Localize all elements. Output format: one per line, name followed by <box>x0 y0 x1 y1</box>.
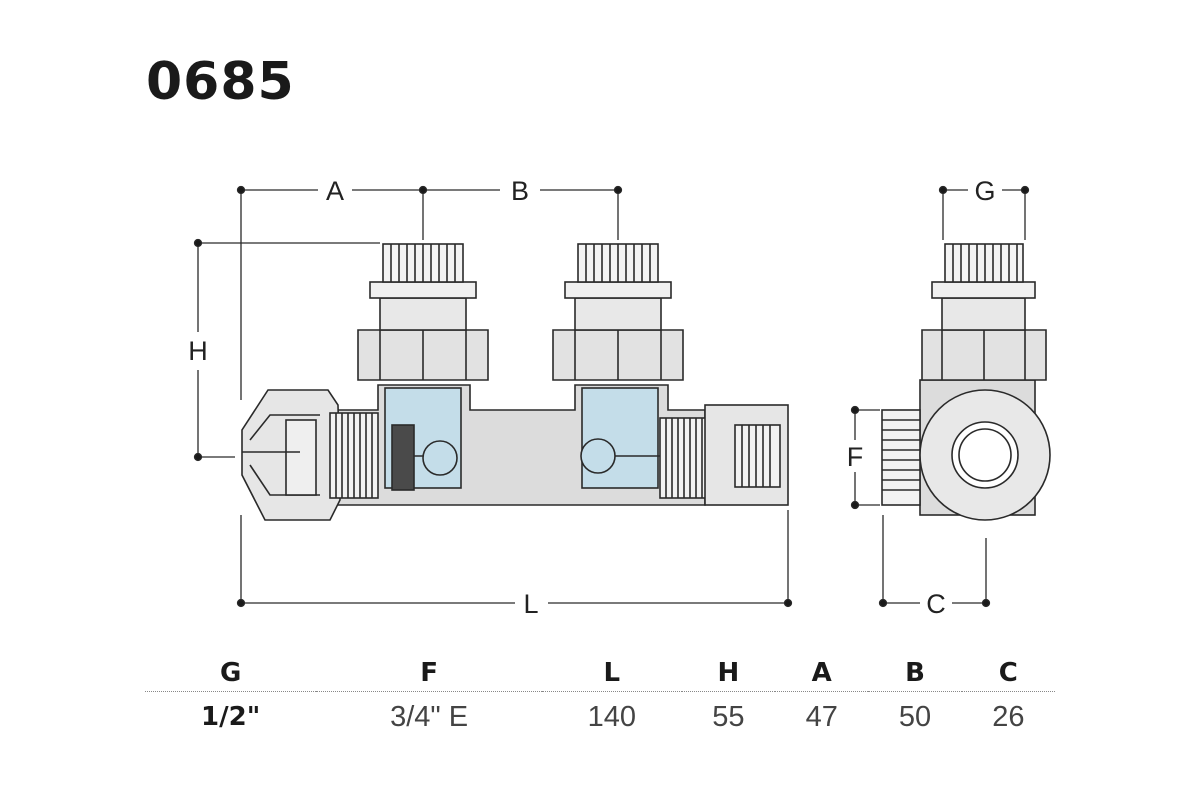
dim-label-c: C <box>926 589 946 619</box>
table-row: 1/2" 3/4" E 140 55 47 50 26 <box>145 692 1055 743</box>
table-cell: 55 <box>712 700 745 733</box>
table-header-cell: L <box>541 655 682 692</box>
table-cell: 140 <box>587 700 637 733</box>
side-view <box>881 243 1051 521</box>
product-code-title: 0685 <box>146 52 295 112</box>
front-view <box>241 243 789 521</box>
dimensions-table: G F L H A B C 1/2" 3/4" E 140 55 47 50 2… <box>145 655 1055 742</box>
right-spindle <box>659 417 709 499</box>
table-header-cell: H <box>681 655 776 692</box>
valve-technical-drawing: A B G H F L C <box>188 176 1051 619</box>
left-outlet <box>357 243 489 381</box>
table-cell: 26 <box>992 700 1025 733</box>
dim-label-g: G <box>974 176 995 206</box>
side-inlet-thread <box>881 409 921 506</box>
table-cell: 47 <box>805 700 838 733</box>
table-header-row: G F L H A B C <box>145 655 1055 692</box>
table-cell: 3/4" E <box>390 700 469 733</box>
table-header-cell: B <box>868 655 962 692</box>
dim-label-l: L <box>523 589 538 619</box>
dim-label-h: H <box>188 336 208 366</box>
dim-label-b: B <box>511 176 529 206</box>
table-header-cell: G <box>145 655 317 692</box>
table-header-cell: C <box>961 655 1055 692</box>
table-cell: 50 <box>898 700 932 733</box>
right-passage <box>581 387 659 489</box>
right-check-ball <box>580 438 616 474</box>
dimension-lines <box>193 185 1030 608</box>
dim-label-a: A <box>326 176 344 206</box>
side-circle-inner <box>951 421 1019 489</box>
dim-label-f: F <box>847 442 864 472</box>
table-header-cell: A <box>775 655 869 692</box>
left-check-ball <box>422 440 458 476</box>
right-outlet <box>552 243 684 381</box>
right-end-thread <box>734 424 781 488</box>
table-cell: 1/2" <box>201 702 261 732</box>
table-header-cell: F <box>316 655 542 692</box>
left-spindle <box>329 412 438 499</box>
